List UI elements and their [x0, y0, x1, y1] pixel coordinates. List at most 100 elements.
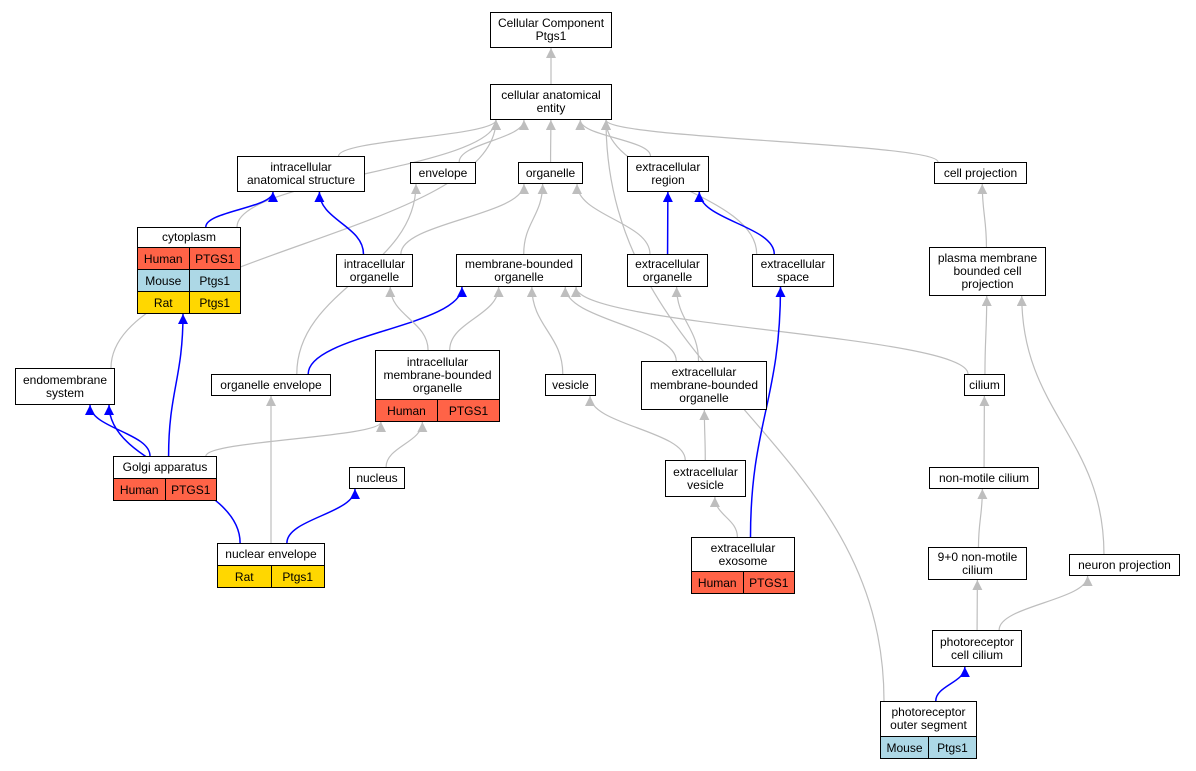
node-label: extracellular region [635, 160, 701, 187]
annotation-gene: PTGS1 [188, 248, 240, 269]
node-label: photoreceptor cell cilium [939, 634, 1015, 662]
edge-golgi-to-cytoplasm [167, 313, 188, 457]
node-photoreceptor-cell-cilium[interactable]: photoreceptor cell cilium [932, 630, 1022, 667]
annotation-species: Mouse [138, 270, 189, 291]
node-neuron-projection[interactable]: neuron projection [1069, 554, 1180, 576]
node-label: cytoplasm [161, 230, 217, 244]
node-label: envelope [418, 165, 468, 180]
node-extracellular-organelle[interactable]: extracellular organelle [627, 254, 708, 287]
edge-embo-to-mbo [560, 286, 677, 362]
node-label: endomembrane system [22, 372, 108, 400]
node-intracellular-membrane-bounded-organelle[interactable]: intracellular membrane-bounded organelle… [375, 350, 500, 422]
node-label: cilium [969, 377, 1000, 392]
node-label: intracellular membrane-bounded organelle [383, 354, 492, 395]
node-label: nuclear envelope [225, 547, 317, 561]
node-label: plasma membrane bounded cell projection [937, 251, 1038, 291]
node-label: extracellular exosome [710, 540, 776, 568]
edge-imbo-to-mbo [449, 286, 504, 351]
node-plasma-membrane-bounded-cell-projection[interactable]: plasma membrane bounded cell projection [929, 247, 1046, 296]
edge-cytoplasm-to-ias [205, 191, 278, 228]
edge-nm90-to-nmcilium [977, 488, 988, 548]
node-organelle-envelope[interactable]: organelle envelope [211, 374, 331, 396]
node-extracellular-region[interactable]: extracellular region [627, 156, 709, 192]
node-intracellular-organelle[interactable]: intracellular organelle [336, 254, 413, 287]
node-label: organelle [525, 165, 576, 180]
annotation-species: Human [138, 248, 189, 269]
node-label: nucleus [356, 470, 398, 485]
annotation-species: Rat [138, 292, 189, 313]
edge-vesicle-to-mbo [526, 286, 564, 375]
edge-pmbcp-to-cellproj [977, 183, 988, 248]
edge-intorg-to-organelle [400, 183, 529, 255]
node-label: membrane-bounded organelle [464, 256, 574, 284]
node-extracellular-membrane-bounded-organelle[interactable]: extracellular membrane-bounded organelle [641, 361, 767, 410]
node-cilium[interactable]: cilium [964, 374, 1005, 396]
node-label: extracellular vesicle [673, 464, 738, 492]
node-label: Cellular Component Ptgs1 [497, 16, 605, 43]
node-extracellular-vesicle[interactable]: extracellular vesicle [665, 460, 746, 497]
annotation-gene: Ptgs1 [928, 737, 976, 758]
node-label: neuron projection [1078, 557, 1171, 572]
node-intracellular-anatomical-structure[interactable]: intracellular anatomical structure [237, 156, 365, 192]
edge-ecspace-to-ecregion [694, 191, 775, 255]
node-membrane-bounded-organelle[interactable]: membrane-bounded organelle [456, 254, 582, 287]
edge-exosome-to-ecspace [749, 286, 786, 538]
edge-embo-to-ecorg [671, 286, 700, 362]
edge-orgenv-to-mbo [307, 286, 467, 375]
edge-imbo-to-intorg [385, 286, 429, 351]
edge-nucleus-to-imbo [385, 421, 428, 468]
edge-cytoplasm-to-cae [236, 119, 501, 228]
node-vesicle[interactable]: vesicle [545, 374, 596, 396]
node-label: intracellular organelle [343, 256, 406, 284]
edge-cilium-to-mbo [571, 286, 969, 375]
edge-nucenv-to-nucleus [286, 488, 360, 544]
edge-cellproj-to-cae [601, 119, 939, 163]
annotation-gene: PTGS1 [742, 572, 794, 593]
edge-ecvesicle-to-vesicle [585, 395, 686, 461]
node-nucleus[interactable]: nucleus [349, 467, 405, 489]
node-label: extracellular membrane-bounded organelle [649, 365, 759, 405]
annotation-species: Human [692, 572, 743, 593]
edge-prcilium-to-neuronproj [998, 575, 1093, 631]
node-cellular-component-root[interactable]: Cellular Component Ptgs1 [490, 12, 612, 48]
edge-pos-to-prcilium [935, 666, 970, 702]
node-endomembrane-system[interactable]: endomembrane system [15, 368, 115, 405]
edge-golgi-to-imbo [205, 421, 386, 457]
edge-exosome-to-ecvesicle [709, 496, 738, 538]
node-organelle[interactable]: organelle [518, 162, 583, 184]
edge-ecorg-to-organelle [572, 183, 651, 255]
edge-golgi-to-endomem [85, 404, 151, 457]
annotation-gene: PTGS1 [437, 400, 499, 421]
node-label: Golgi apparatus [122, 460, 208, 474]
annotation-species: Mouse [881, 737, 928, 758]
edge-cilium-to-pmbcp [981, 295, 992, 375]
annotation-species: Human [376, 400, 437, 421]
node-label: cell projection [943, 165, 1018, 180]
edge-ecvesicle-to-embo [699, 409, 710, 461]
node-extracellular-space[interactable]: extracellular space [752, 254, 834, 287]
node-9-0-non-motile-cilium[interactable]: 9+0 non-motile cilium [928, 547, 1027, 580]
node-label: extracellular space [760, 256, 826, 284]
node-envelope[interactable]: envelope [410, 162, 476, 184]
edge-pos-to-cae [601, 119, 885, 702]
annotation-gene: PTGS1 [164, 479, 216, 500]
node-non-motile-cilium[interactable]: non-motile cilium [929, 467, 1039, 489]
edge-ias-to-cae [337, 119, 501, 157]
edge-mbo-to-organelle [523, 183, 548, 255]
node-cell-projection[interactable]: cell projection [934, 162, 1027, 184]
node-cellular-anatomical-entity[interactable]: cellular anatomical entity [490, 84, 612, 120]
node-label: photoreceptor outer segment [890, 705, 967, 732]
node-label: cellular anatomical entity [501, 88, 601, 115]
